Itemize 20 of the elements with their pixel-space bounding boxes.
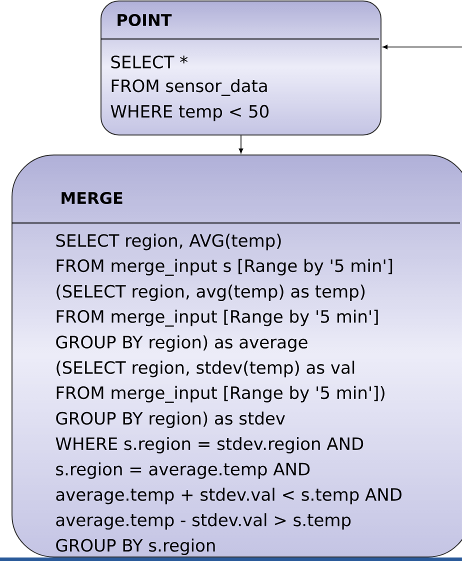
code-line: FROM sensor_data (112, 79, 267, 96)
node-heading: MERGE (62, 192, 122, 204)
node-heading: POINT (118, 14, 172, 26)
code-line: SELECT * (111, 56, 188, 68)
code-line: FROM merge_input s [Range by '5 min'] (56, 258, 392, 276)
arrow (238, 135, 244, 154)
code-line: GROUP BY s.region (56, 538, 215, 556)
code-line: WHERE s.region = stdev.region AND (56, 436, 364, 454)
code-line: GROUP BY region) as average (56, 335, 308, 352)
code-line: SELECT region, AVG(temp) (56, 234, 281, 250)
code-line: average.temp + stdev.val < s.temp AND (56, 488, 402, 504)
code-line: (SELECT region, stdev(temp) as val (56, 360, 354, 378)
code-line: average.temp - stdev.val > s.temp (56, 513, 351, 530)
code-line: s.region = average.temp AND (56, 462, 310, 479)
code-line: FROM merge_input [Range by '5 min'] (56, 310, 378, 327)
code-line: FROM merge_input [Range by '5 min']) (56, 386, 384, 403)
code-line: GROUP BY region) as stdev (56, 412, 285, 428)
code-line: WHERE temp < 50 (110, 104, 269, 122)
arrow (382, 44, 462, 50)
code-line: (SELECT region, avg(temp) as temp) (56, 284, 365, 302)
